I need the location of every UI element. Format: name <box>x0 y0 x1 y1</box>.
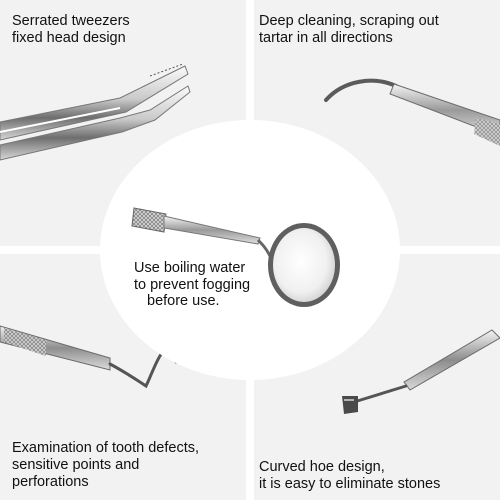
caption-line: Serrated tweezers <box>12 13 130 29</box>
caption-line: Use boiling water <box>134 260 246 276</box>
tweezers-image <box>0 63 191 161</box>
caption-line: Examination of tooth defects, <box>12 440 199 456</box>
caption-line: Deep cleaning, scraping out <box>259 13 439 29</box>
dental-mirror-image <box>131 207 340 307</box>
caption-line: to prevent fogging <box>134 276 251 293</box>
caption-line: it is easy to eliminate stones <box>259 476 441 492</box>
caption-scaler: Deep cleaning, scraping out tartar in al… <box>259 13 439 47</box>
caption-line: Curved hoe design, <box>259 459 385 475</box>
caption-explorer: Examination of tooth defects, sensitive … <box>12 440 199 491</box>
caption-line: sensitive points and <box>12 457 140 473</box>
caption-line: fixed head design <box>12 30 126 46</box>
scaler-hook-image <box>324 78 500 146</box>
caption-line: tartar in all directions <box>259 30 393 46</box>
caption-line: perforations <box>12 474 89 490</box>
caption-hoe: Curved hoe design, it is easy to elimina… <box>259 459 440 493</box>
hoe-scraper-image <box>342 329 500 414</box>
center-oval <box>100 120 400 380</box>
caption-tweezers: Serrated tweezers fixed head design <box>12 13 130 47</box>
caption-line: before use. <box>147 293 220 309</box>
caption-mirror: Use boiling water to prevent fogging bef… <box>134 260 250 310</box>
